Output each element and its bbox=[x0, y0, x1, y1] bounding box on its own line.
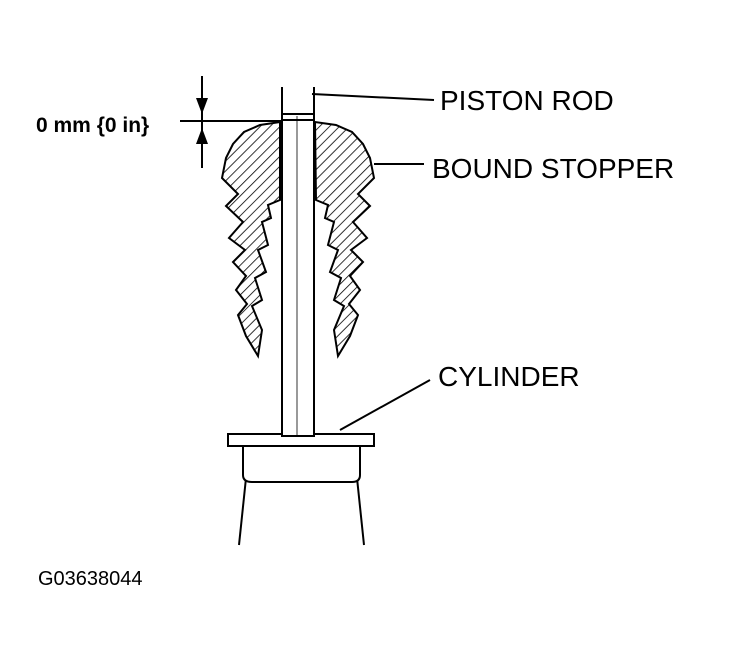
figure-id: G03638044 bbox=[38, 568, 143, 590]
bound-stopper-left bbox=[220, 120, 281, 359]
piston-rod-leader bbox=[311, 93, 435, 101]
piston-rod bbox=[281, 87, 315, 437]
piston-rod-label: PISTON ROD bbox=[440, 85, 614, 116]
cylinder-label: CYLINDER bbox=[438, 361, 580, 392]
cylinder-leader bbox=[339, 379, 431, 431]
bound-stopper-label: BOUND STOPPER bbox=[432, 153, 674, 184]
dimension-indicator bbox=[180, 76, 282, 168]
dimension-label: 0 mm {0 in} bbox=[36, 114, 149, 137]
bound-stopper-right bbox=[313, 120, 376, 359]
cylinder bbox=[227, 433, 375, 546]
